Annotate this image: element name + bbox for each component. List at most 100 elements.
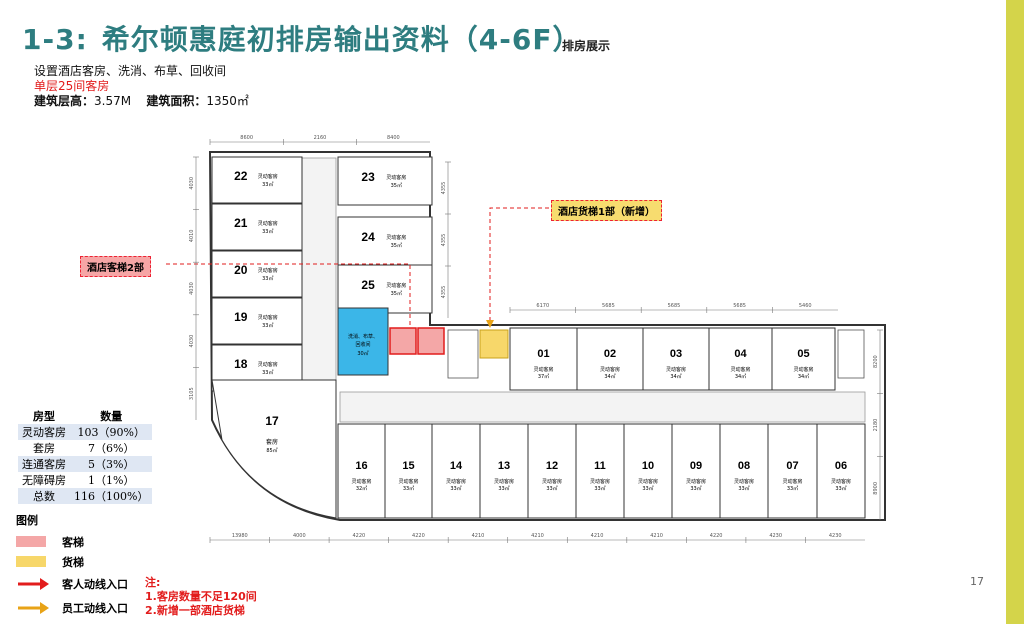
room-area-label: 33㎡ — [642, 485, 653, 492]
height-label: 建筑层高： — [34, 94, 95, 108]
stats-cell: 总数 — [33, 490, 55, 503]
room-number: 09 — [690, 460, 702, 472]
suite-number: 17 — [265, 414, 279, 428]
room-type-label: 灵动客房 — [686, 478, 706, 485]
room-number: 05 — [797, 348, 809, 360]
guest-lift-b — [417, 327, 445, 355]
room-number: 03 — [670, 348, 682, 360]
room-type-label: 灵动客房 — [793, 366, 813, 373]
stats-header-count: 数量 — [100, 410, 123, 423]
room-area-label: 34㎡ — [604, 373, 615, 380]
room-mid — [337, 156, 433, 206]
accent-bar — [1006, 0, 1024, 624]
room-area-label: 33㎡ — [787, 485, 798, 492]
room-type-label: 灵动客房 — [258, 361, 278, 368]
room-area-label: 33㎡ — [262, 275, 273, 282]
room-type-label: 灵动客房 — [386, 234, 406, 241]
room-type-label: 灵动客房 — [446, 478, 466, 485]
legend-title: 图例 — [16, 514, 38, 527]
room-mid — [337, 264, 433, 314]
room-number: 01 — [537, 348, 549, 360]
dim-left-label: 4010 — [189, 230, 195, 243]
room-area-label: 33㎡ — [262, 369, 273, 376]
room-type-label: 灵动客房 — [590, 478, 610, 485]
room-number: 14 — [450, 460, 463, 472]
suite-type: 套房 — [266, 438, 278, 446]
room-top — [708, 327, 773, 391]
room-area-label: 37㎡ — [538, 373, 549, 380]
room-area-label: 34㎡ — [670, 373, 681, 380]
legend-item-freight-lift: 货梯 — [16, 554, 176, 570]
stats-cell: 连通客房 — [22, 458, 66, 471]
room-top — [642, 327, 710, 391]
room-number: 23 — [361, 170, 375, 184]
room-number: 21 — [234, 216, 248, 230]
freight-lift — [479, 329, 509, 359]
dim-mid-label: 4355 — [441, 286, 447, 299]
dim-bottom-label: 4210 — [472, 533, 485, 539]
stats-header-row: 房型 数量 — [18, 408, 152, 424]
room-number: 02 — [604, 348, 616, 360]
room-left — [211, 156, 303, 204]
room-bottom — [623, 423, 673, 519]
dim-left-label: 3105 — [189, 387, 195, 400]
dim-bottom-label: 4230 — [829, 533, 842, 539]
dim-bottom-label: 4230 — [769, 533, 782, 539]
freight-lift-leader — [489, 207, 549, 326]
dim-top-right-label: 5685 — [733, 303, 746, 309]
room-type-label: 灵动客房 — [258, 220, 278, 227]
room-type-label: 灵动客房 — [666, 366, 686, 373]
room-number: 07 — [786, 460, 798, 472]
area-value: 1350㎡ — [206, 94, 249, 108]
room-area-label: 33㎡ — [262, 228, 273, 235]
dim-bottom-label: 4220 — [710, 533, 723, 539]
stair-right — [837, 329, 865, 379]
description-line2: 单层25间客房 — [34, 79, 110, 93]
dim-left-label: 4030 — [189, 335, 195, 348]
dim-right-label: 8200 — [873, 355, 879, 368]
stats-cell: 7（6%） — [88, 442, 135, 455]
room-left — [211, 297, 303, 345]
dim-right-label: 2180 — [873, 419, 879, 432]
dim-top-right-label: 6170 — [536, 303, 549, 309]
freight-lift-callout: 酒店货梯1部（新增） — [551, 200, 662, 221]
room-area-label: 35㎡ — [391, 290, 402, 297]
description-line1: 设置酒店客房、洗消、布草、回收间 — [34, 64, 227, 78]
area-label: 建筑面积： — [146, 94, 207, 108]
dim-bottom-label: 4220 — [352, 533, 365, 539]
room-type-label: 灵动客房 — [730, 366, 750, 373]
dim-bottom-label: 4210 — [591, 533, 604, 539]
room-type-label: 灵动客房 — [258, 314, 278, 321]
room-area-label: 33㎡ — [450, 485, 461, 492]
height-value: 3.57M — [94, 94, 132, 108]
room-top — [509, 327, 578, 391]
guest-lift-a — [389, 327, 417, 355]
room-type-label: 灵动客房 — [398, 478, 418, 485]
suite-area: 85㎡ — [266, 447, 277, 454]
service-area: 30㎡ — [357, 350, 368, 357]
dim-top-right-label: 5685 — [668, 303, 681, 309]
room-bottom — [671, 423, 721, 519]
room-bottom — [431, 423, 481, 519]
description-line3: 建筑层高：3.57M 建筑面积：1350㎡ — [34, 94, 249, 109]
room-type-label: 灵动客房 — [258, 267, 278, 274]
page-number: 17 — [970, 575, 984, 588]
room-number: 06 — [835, 460, 847, 472]
room-left — [211, 203, 303, 251]
corridor-horizontal — [339, 391, 866, 423]
room-area-label: 34㎡ — [735, 373, 746, 380]
room-type-label: 灵动客房 — [542, 478, 562, 485]
stats-cell: 5（3%） — [88, 458, 135, 471]
room-type-label: 灵动客房 — [734, 478, 754, 485]
room-number: 16 — [355, 460, 367, 472]
red-arrow-icon — [18, 578, 49, 590]
dim-top-left-label: 2160 — [314, 135, 327, 141]
dim-mid-label: 4355 — [441, 234, 447, 247]
room-number: 13 — [498, 460, 510, 472]
stats-cell: 无障碍房 — [22, 474, 66, 487]
